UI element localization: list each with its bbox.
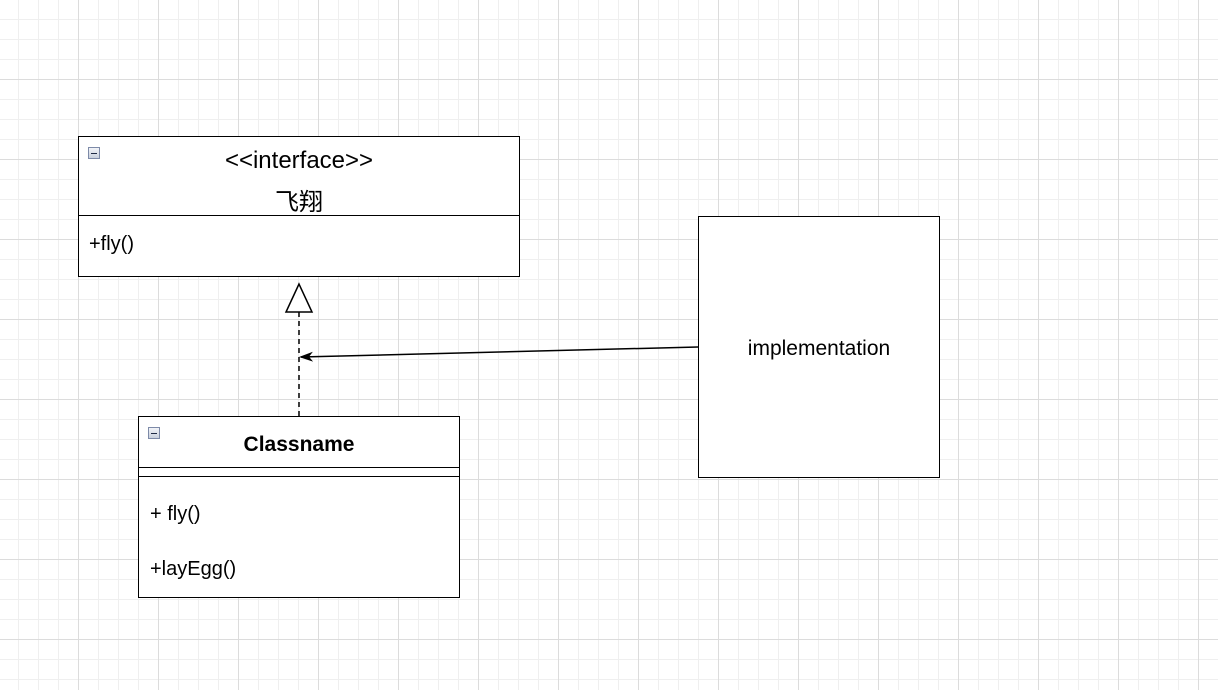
class-name: Classname xyxy=(243,433,355,456)
implementation-box[interactable]: implementation xyxy=(698,216,940,478)
collapse-minus-icon[interactable] xyxy=(88,147,100,159)
collapse-minus-icon[interactable] xyxy=(148,427,160,439)
realization-arrowhead xyxy=(284,282,314,313)
class-box[interactable]: Classname + fly() +layEgg() xyxy=(138,416,460,598)
interface-stereotype: <<interface>> xyxy=(224,147,374,174)
interface-divider xyxy=(79,215,519,216)
interface-method: +fly() xyxy=(89,233,134,255)
interface-name: 飞翔 xyxy=(275,188,323,216)
class-method: + fly() xyxy=(150,503,201,525)
implementation-arrow[interactable] xyxy=(299,346,699,362)
implementation-label: implementation xyxy=(747,337,891,360)
interface-box[interactable]: <<interface>> 飞翔 +fly() xyxy=(78,136,520,277)
class-attributes-divider-bottom xyxy=(139,476,459,477)
class-attributes-divider-top xyxy=(139,467,459,468)
class-method: +layEgg() xyxy=(150,558,237,580)
